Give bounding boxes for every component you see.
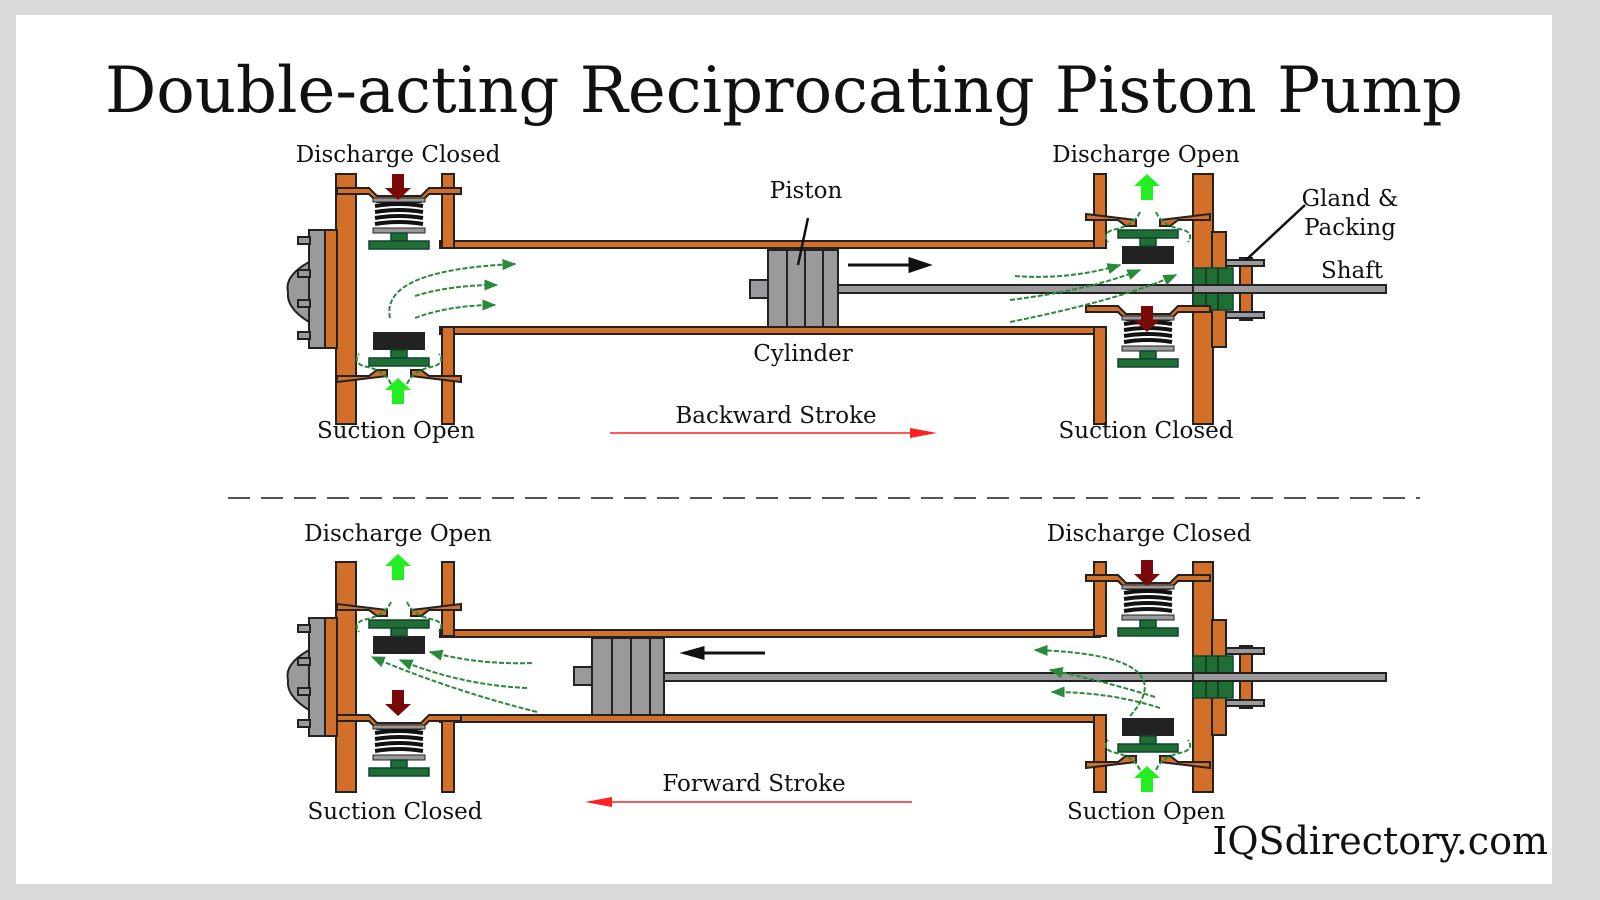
label-left-top-valve: Discharge Open bbox=[304, 521, 492, 547]
label-gland-2: Packing bbox=[1304, 215, 1396, 241]
open-arrow-icon bbox=[385, 554, 411, 580]
piston bbox=[767, 249, 839, 328]
label-gland-1: Gland & bbox=[1302, 186, 1399, 212]
brand-watermark: IQSdirectory.com bbox=[1212, 819, 1548, 863]
label-right-top-valve: Discharge Closed bbox=[1047, 521, 1252, 547]
label-backward-stroke: Backward Stroke bbox=[675, 403, 876, 429]
closed-arrow-icon bbox=[1134, 560, 1160, 586]
open-arrow-icon bbox=[385, 378, 411, 404]
label-piston: Piston bbox=[770, 178, 843, 204]
cylinder-wall-bottom bbox=[439, 326, 1101, 335]
label-left-top-valve: Discharge Closed bbox=[296, 142, 501, 168]
diagram-title: Double-acting Reciprocating Piston Pump bbox=[105, 54, 1463, 128]
top-panel: Discharge Closed Suction Open Discharge … bbox=[286, 142, 1399, 444]
diagram-canvas: Double-acting Reciprocating Piston Pump bbox=[16, 15, 1552, 884]
closed-arrow-icon bbox=[1134, 306, 1160, 332]
label-cylinder: Cylinder bbox=[753, 341, 852, 367]
label-right-bottom-valve: Suction Closed bbox=[1059, 418, 1234, 444]
left-head-flange bbox=[335, 173, 357, 425]
piston bbox=[591, 637, 665, 716]
label-right-top-valve: Discharge Open bbox=[1052, 142, 1240, 168]
end-cover bbox=[308, 229, 326, 349]
label-shaft: Shaft bbox=[1321, 258, 1384, 284]
label-forward-stroke: Forward Stroke bbox=[662, 771, 845, 797]
open-arrow-icon bbox=[1134, 174, 1160, 200]
label-right-bottom-valve: Suction Open bbox=[1067, 799, 1225, 825]
stroke-arrow-left-icon bbox=[585, 797, 612, 807]
closed-arrow-icon bbox=[385, 174, 411, 200]
pump-diagram: Double-acting Reciprocating Piston Pump bbox=[105, 54, 1548, 863]
open-arrow-icon bbox=[1134, 766, 1160, 792]
closed-arrow-icon bbox=[385, 690, 411, 716]
label-left-bottom-valve: Suction Closed bbox=[308, 799, 483, 825]
bottom-panel: Discharge Open Suction Closed Discharge … bbox=[286, 521, 1387, 825]
stroke-arrow-right-icon bbox=[910, 428, 937, 438]
cylinder-wall-top bbox=[439, 240, 1101, 249]
label-left-bottom-valve: Suction Open bbox=[317, 418, 475, 444]
